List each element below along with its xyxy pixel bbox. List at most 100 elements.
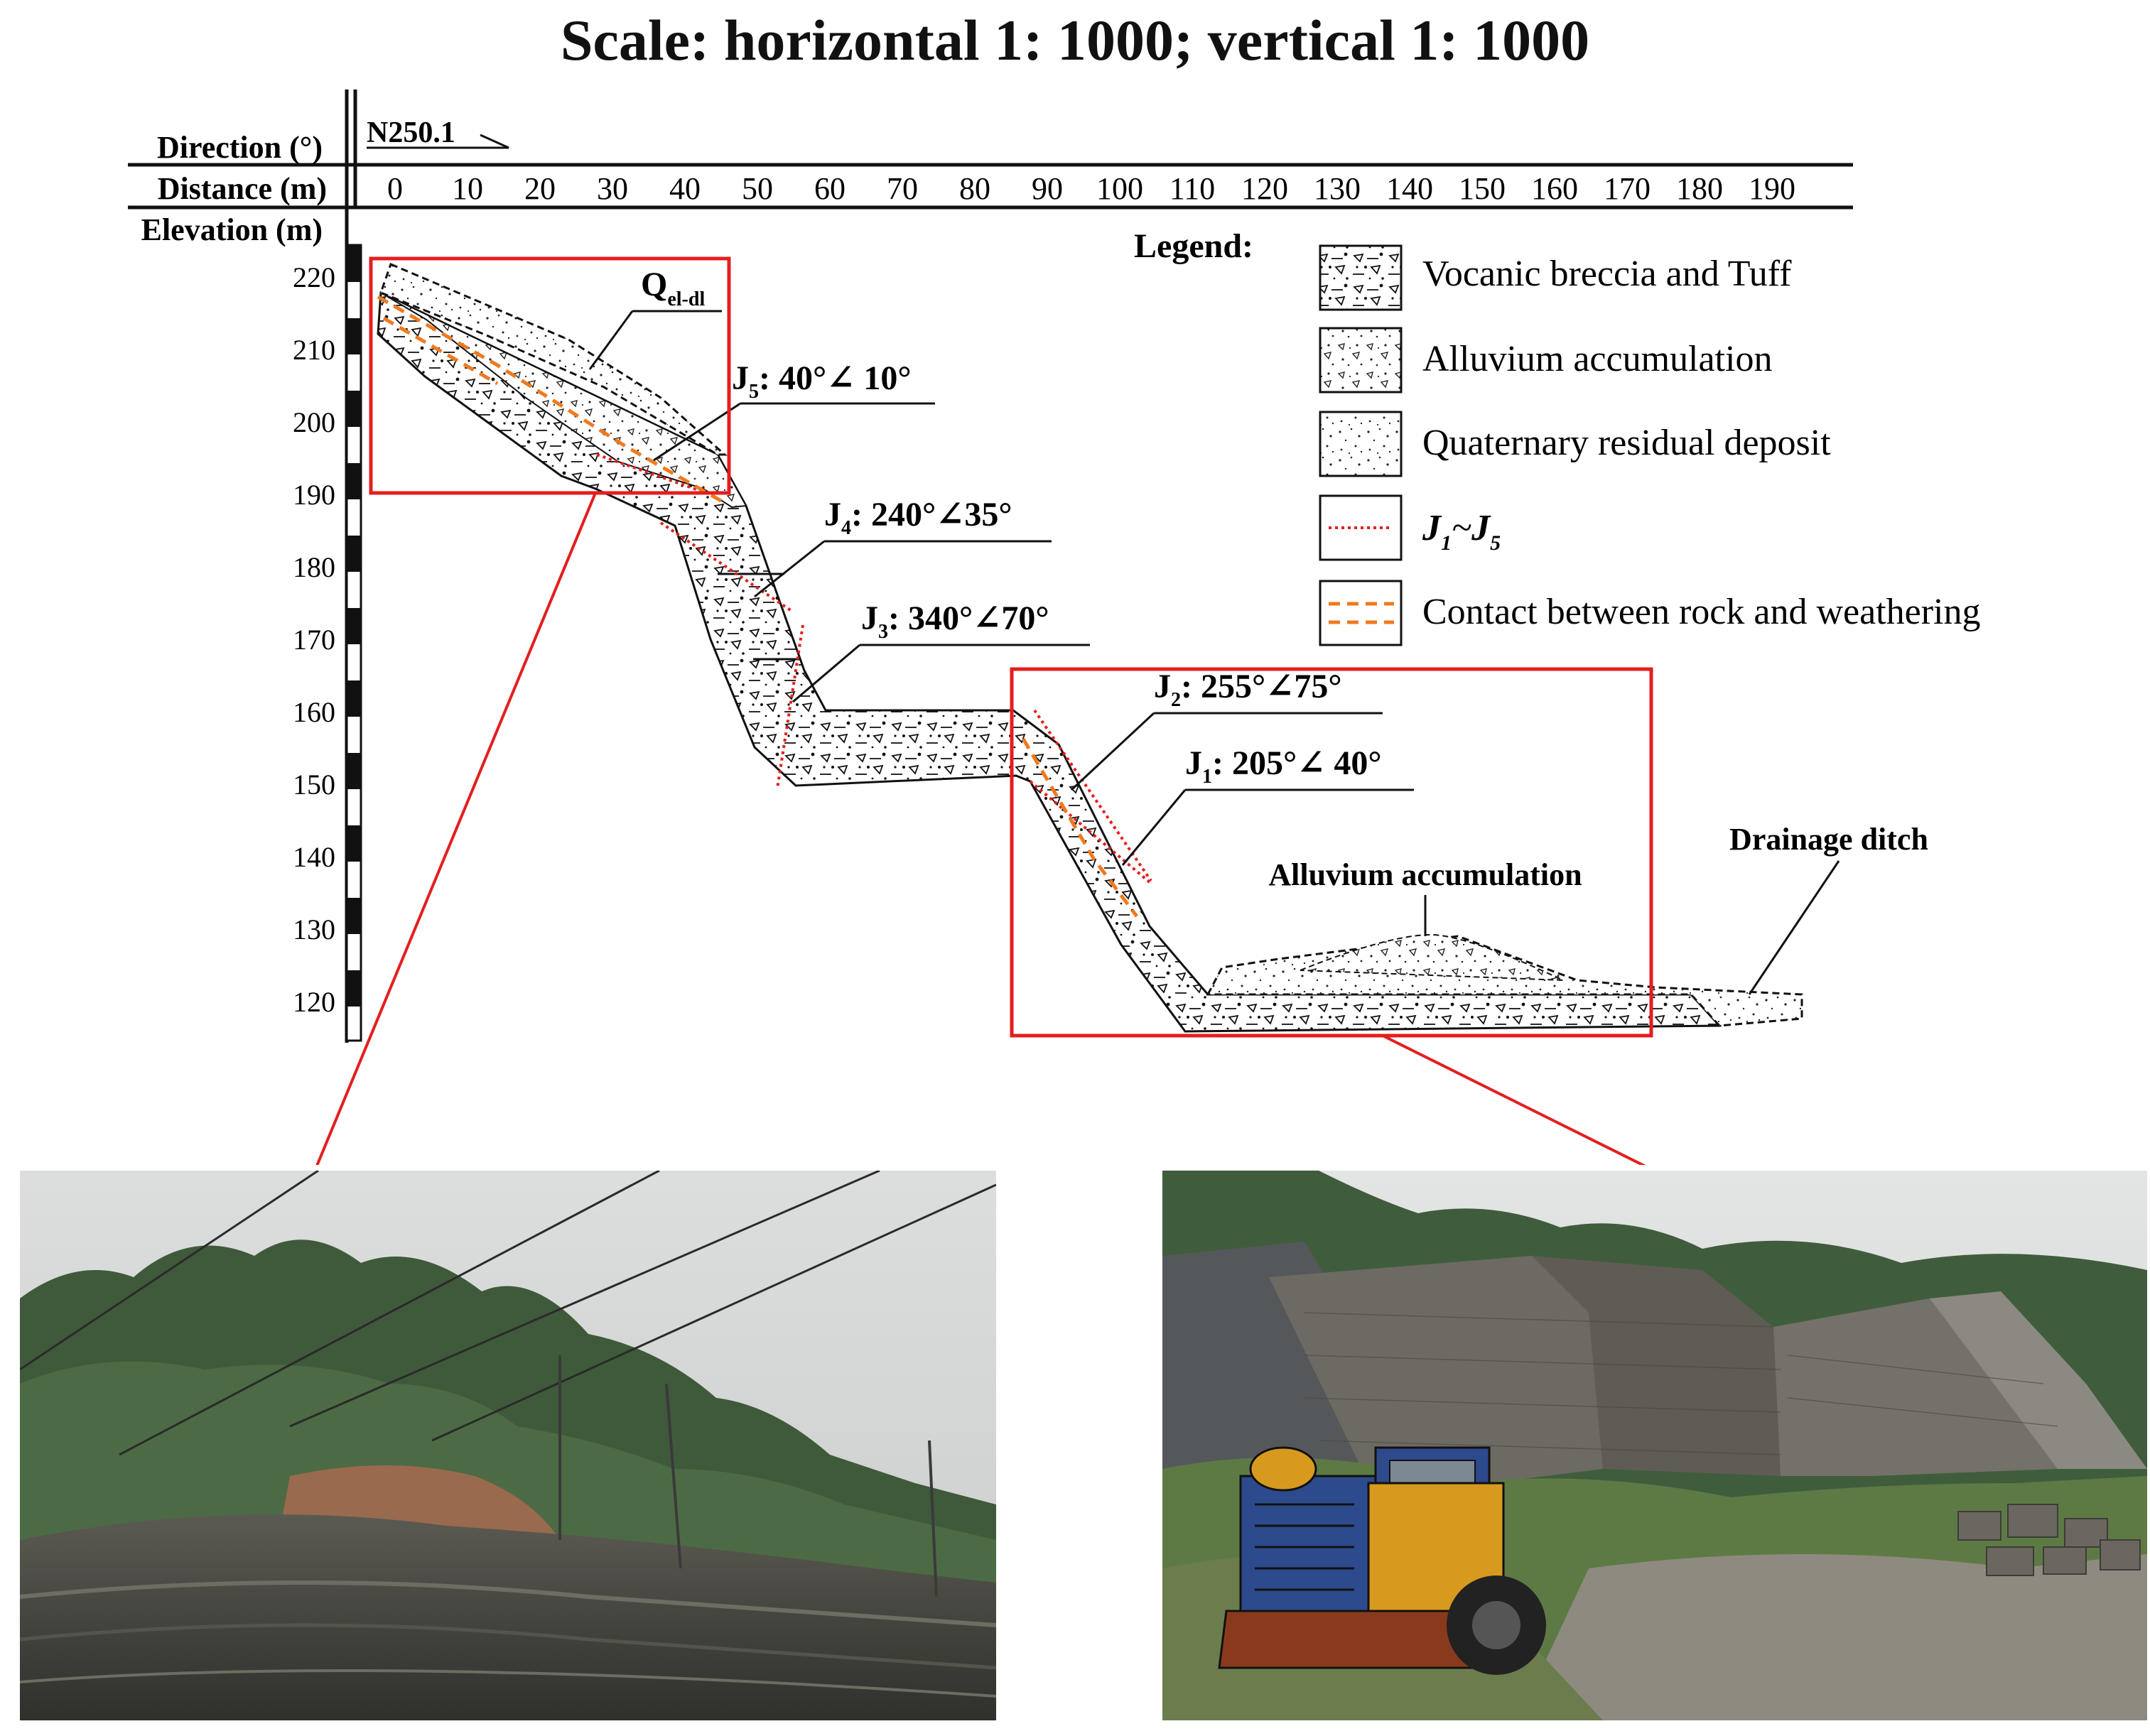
- scale-bar-segment: [347, 970, 360, 1007]
- cross-section: [377, 262, 1803, 1033]
- elevation-scale: 220 210 200 190 180 170 160 150 140 130 120: [293, 244, 362, 1042]
- joint-j1: [1029, 780, 1151, 884]
- legend-label-contact: Contact between rock and weathering: [1422, 592, 1980, 632]
- distance-tick-label: 20: [524, 171, 556, 206]
- distance-tick-label: 90: [1032, 171, 1063, 206]
- distance-tick-label: 80: [959, 171, 990, 206]
- qel-label: Qel-dl: [641, 266, 705, 310]
- j4-leader: [754, 540, 825, 598]
- elevation-tick-label: 200: [293, 406, 335, 438]
- highlight-box-upper: [369, 256, 731, 495]
- scale-bar-segment: [347, 246, 360, 282]
- legend-swatch-contact: [1319, 580, 1403, 646]
- distance-tick-label: 10: [452, 171, 483, 206]
- elevation-ticks: 220 210 200 190 180 170 160 150 140 130 120: [293, 261, 335, 1018]
- scale-bar-segment: [347, 825, 360, 862]
- connector-upper: [315, 492, 597, 1165]
- scale-bar-segment: [347, 318, 360, 354]
- joint-j3: [776, 624, 804, 789]
- distance-tick-label: 170: [1604, 171, 1651, 206]
- distance-tick-label: 100: [1096, 171, 1143, 206]
- highlights: [315, 256, 1653, 1165]
- elevation-tick-label: 170: [293, 624, 335, 656]
- cross-section-diagram: Direction (°) Distance (m) Elevation (m)…: [128, 89, 1980, 1165]
- distance-tick-label: 60: [814, 171, 846, 206]
- j2-leader: [1070, 712, 1155, 791]
- scale-bar-segment: [347, 753, 360, 789]
- photo-lower-slope: [1162, 1171, 2147, 1720]
- j3-label: J3: 340°∠70°: [861, 600, 1049, 643]
- alluvium-mound: [1300, 933, 1564, 981]
- legend-swatch-quaternary: [1319, 411, 1403, 477]
- direction-arrow: [367, 134, 509, 149]
- highlight-box-lower: [1010, 667, 1653, 1038]
- photo-upper-slope-image: [20, 1171, 996, 1720]
- legend-swatch-alluvium: [1319, 327, 1403, 394]
- elevation-tick-label: 220: [293, 261, 335, 293]
- j5-leader: [653, 402, 741, 462]
- annotations: Qel-dl J5: 40°∠ 10° J4: 240°∠35° J3: 340…: [588, 266, 1928, 995]
- distance-tick-label: 180: [1676, 171, 1723, 206]
- distance-tick-label: 110: [1169, 171, 1215, 206]
- elevation-label: Elevation (m): [141, 212, 323, 247]
- scale-bar-segment: [347, 536, 360, 572]
- distance-tick-label: 140: [1386, 171, 1433, 206]
- legend-swatch-breccia: [1319, 244, 1403, 311]
- j4-label: J4: 240°∠35°: [824, 496, 1012, 539]
- distance-tick-label: 30: [597, 171, 628, 206]
- alluvium-label: Alluvium accumulation: [1268, 857, 1582, 892]
- direction-value: N250.1: [367, 116, 455, 149]
- contact-line-upper: [377, 295, 726, 505]
- distance-tick-label: 50: [742, 171, 773, 206]
- contact-line-lower: [1021, 737, 1138, 918]
- scale-bar-segments: [347, 246, 360, 1007]
- joint-j4: [659, 521, 793, 612]
- legend-label-alluvium: Alluvium accumulation: [1422, 339, 1772, 379]
- legend-label-quaternary: Quaternary residual deposit: [1422, 423, 1831, 463]
- elevation-tick-label: 150: [293, 769, 335, 801]
- scale-bar-segment: [347, 391, 360, 427]
- qel-leader: [588, 310, 634, 370]
- legend: Legend: Vocanic breccia and Tuff Alluviu…: [1134, 227, 1980, 646]
- scale-bar-segment: [347, 608, 360, 644]
- direction-label: Direction (°): [157, 130, 323, 165]
- elevation-tick-label: 160: [293, 696, 335, 728]
- elevation-tick-label: 120: [293, 986, 335, 1018]
- distance-tick-label: 40: [669, 171, 701, 206]
- elevation-tick-label: 190: [293, 479, 335, 511]
- elevation-tick-label: 130: [293, 913, 335, 945]
- scale-title: Scale: horizontal 1: 1000; vertical 1: 1…: [560, 8, 1590, 72]
- scale-bar-segment: [347, 680, 360, 717]
- joint-j5: [596, 453, 711, 496]
- connector-lower: [1382, 1034, 1646, 1165]
- distance-tick-label: 120: [1241, 171, 1288, 206]
- distance-tick-label: 190: [1749, 171, 1795, 206]
- elevation-tick-label: 140: [293, 841, 335, 873]
- scale-bar-segment: [347, 898, 360, 934]
- photo-lower-slope-image: [1162, 1171, 2147, 1720]
- distance-ticks: 0 10 20 30 40 50 60 70 80 90 100 110 120 130 140 150 160…: [387, 171, 1795, 206]
- distance-tick-label: 70: [887, 171, 918, 206]
- scale-bar-segment: [347, 463, 360, 499]
- legend-title: Legend:: [1134, 227, 1253, 265]
- legend-label-breccia: Vocanic breccia and Tuff: [1422, 254, 1792, 294]
- photo-upper-slope: [20, 1171, 996, 1720]
- distance-tick-label: 0: [387, 171, 403, 206]
- quaternary-residual-cover: [379, 262, 728, 456]
- legend-label-joints: J1~J5: [1422, 508, 1501, 555]
- j1-leader: [1121, 789, 1187, 866]
- header-table: Direction (°) Distance (m) Elevation (m)…: [128, 89, 1853, 1043]
- j5-label: J5: 40°∠ 10°: [732, 359, 912, 403]
- joint-j2: [1033, 709, 1152, 882]
- distance-tick-label: 160: [1531, 171, 1578, 206]
- drainage-label: Drainage ditch: [1729, 822, 1928, 857]
- drainage-leader: [1748, 860, 1840, 995]
- distance-label: Distance (m): [158, 171, 327, 206]
- distance-tick-label: 130: [1314, 171, 1361, 206]
- contact-line-upper-2: [382, 316, 499, 386]
- elevation-tick-label: 180: [293, 551, 335, 583]
- elevation-tick-label: 210: [293, 334, 335, 366]
- j3-leader: [792, 644, 860, 703]
- distance-tick-label: 150: [1459, 171, 1506, 206]
